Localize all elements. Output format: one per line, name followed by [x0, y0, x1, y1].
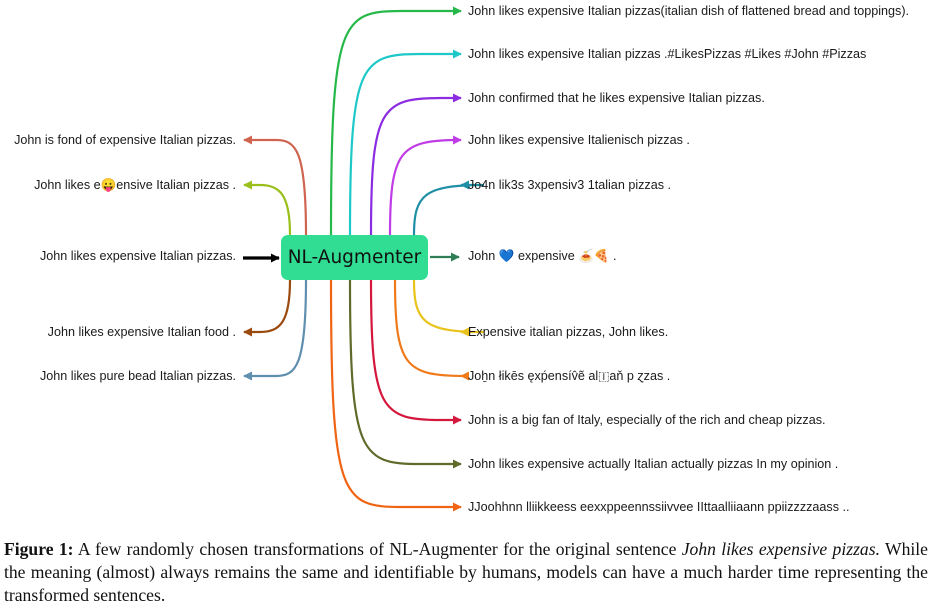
- right-sentence-6: John 💙 expensive 🍝🍕 .: [468, 249, 617, 263]
- connector-arrow-right-10: [348, 279, 462, 469]
- connector-arrow-right-3: [369, 93, 462, 236]
- right-sentence-8: Joẖn łikēs ęxṕensív̂ẽ al🇮aň p ɀzas .: [468, 369, 671, 383]
- right-sentence-4: John likes expensive Italienisch pizzas …: [468, 133, 690, 147]
- original-sentence: John likes expensive Italian pizzas.: [39, 249, 236, 263]
- connector-arrow-left-2: [243, 180, 292, 236]
- right-sentence-7: Expensive italian pizzas, John likes.: [468, 325, 669, 339]
- connector-arrow-left-4: [243, 279, 308, 381]
- arrows-group: [243, 6, 485, 512]
- right-sentence-3: John confirmed that he likes expensive I…: [468, 91, 765, 105]
- right-sentence-1: John likes expensive Italian pizzas(ital…: [468, 4, 910, 18]
- left-sentence-4: John likes pure bead Italian pizzas.: [39, 369, 236, 383]
- center-node: NL-Augmenter: [281, 235, 428, 280]
- connector-arrow-right-8: [393, 279, 470, 381]
- right-sentence-10: John likes expensive actually Italian ac…: [468, 457, 839, 471]
- right-sentence-9: John is a big fan of Italy, especially o…: [468, 413, 826, 427]
- right-sentence-11: JJoohhnn lliikkeess eexxppeennssiivvee I…: [468, 500, 850, 514]
- caption-label: Figure 1:: [4, 539, 74, 559]
- left-sentence-1: John is fond of expensive Italian pizzas…: [14, 133, 236, 147]
- caption-text-before: A few randomly chosen transformations of…: [73, 539, 682, 559]
- left-sentence-2: John likes e😛ensive Italian pizzas .: [34, 178, 236, 192]
- connector-arrow-right-5: [412, 180, 485, 236]
- caption-text-after: While the meaning (almost) always remain…: [4, 539, 928, 605]
- connector-arrow-left-1: [243, 135, 308, 236]
- connector-arrow-right-2: [348, 49, 462, 236]
- connector-arrow-right-9: [369, 279, 462, 425]
- connector-arrow-left-3: [243, 279, 292, 337]
- connector-arrow-right-1: [329, 6, 462, 236]
- connector-arrow-right-7: [412, 279, 485, 337]
- connector-arrow-right-4: [388, 135, 462, 236]
- connector-arrow-right-11: [329, 279, 462, 512]
- right-sentence-5: Jo4n lik3s 3xpensiv3 1talian pizzas .: [468, 178, 672, 192]
- caption-emphasis: John likes expensive pizzas.: [681, 539, 880, 559]
- figure-caption: Figure 1: A few randomly chosen transfor…: [4, 538, 928, 607]
- right-sentence-2: John likes expensive Italian pizzas .#Li…: [468, 47, 867, 61]
- left-sentence-3: John likes expensive Italian food .: [47, 325, 236, 339]
- center-node-label: NL-Augmenter: [287, 247, 422, 268]
